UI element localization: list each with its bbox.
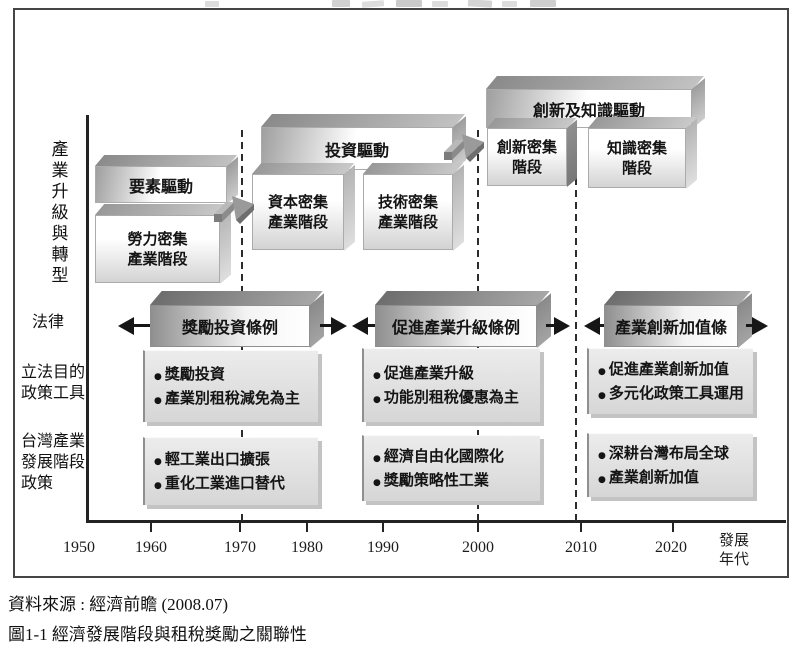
row-label-law: 法律: [32, 312, 65, 331]
year-label: 2000: [462, 539, 494, 556]
stage-box-label: 勞力密集 產業階段: [95, 215, 220, 283]
axis-tick: [306, 523, 308, 532]
law-box-investment-incentive: 獎勵投資條例: [150, 305, 310, 347]
policy-panel-2: ●經濟自由化國際化 ●獎勵策略性工業: [362, 435, 540, 501]
bullet-icon: ●: [373, 478, 381, 488]
era-divider-2010: [575, 130, 577, 522]
axis-tick: [382, 523, 384, 532]
stage-box-label: 技術密集 產業階段: [363, 174, 453, 250]
year-label: 1980: [291, 539, 323, 556]
watermark-fragment: [332, 0, 350, 7]
panel-item-text: 獎勵策略性工業: [383, 471, 489, 489]
bullet-icon: ●: [373, 395, 381, 405]
panel-item-text: 促進產業升級: [383, 363, 474, 382]
watermark-fragment: [467, 0, 493, 8]
arrowhead-left-icon: [118, 317, 134, 335]
row-label-purpose: 立法目的 政策工具: [21, 362, 86, 403]
arrow-line: [320, 324, 332, 327]
stage-box-knowledge-intensive: 知識密集 階段: [588, 128, 686, 188]
law-box-label: 促進產業升級條例: [375, 305, 537, 347]
bullet-icon: ●: [598, 475, 606, 485]
source-note: 資料來源 : 經濟前瞻 (2008.07): [8, 595, 229, 614]
axis-unit-label: 發展 年代: [718, 531, 749, 568]
purpose-panel-2: ●促進產業升級 ●功能別租稅優惠為主: [362, 348, 540, 422]
stage-box-label: 要素驅動: [95, 166, 227, 203]
axis-tick: [672, 523, 674, 532]
row-label-policy: 台灣產業 發展階段 政策: [21, 431, 86, 493]
bullet-icon: ●: [154, 396, 162, 406]
stage-box-factor-driver: 要素驅動: [95, 166, 227, 203]
y-axis-line: [86, 115, 89, 522]
stage-transition-arrow: [444, 130, 488, 174]
bullet-icon: ●: [598, 450, 606, 461]
arrow-line: [367, 324, 375, 327]
year-label: 2020: [655, 539, 687, 556]
figure-caption: 圖1-1 經濟發展階段與租稅獎勵之關聯性: [8, 625, 307, 644]
policy-panel-1: ●輕工業出口擴張 ●重化工業進口替代: [143, 437, 318, 505]
arrowhead-left-icon: [352, 317, 368, 335]
panel-item-text: 多元化政策工具運用: [608, 384, 744, 402]
arrowhead-right-icon: [331, 317, 347, 335]
axis-tick: [239, 523, 241, 532]
arrow-line: [746, 324, 753, 327]
stage-box-label: 知識密集 階段: [588, 128, 686, 188]
watermark-fragment: [205, 1, 219, 7]
watermark-fragment: [502, 1, 517, 7]
panel-item-text: 促進產業創新加值: [608, 359, 729, 378]
year-label: 2010: [565, 539, 597, 556]
year-label: 1960: [135, 539, 167, 556]
bullet-icon: ●: [154, 371, 162, 382]
panel-item-text: 輕工業出口擴張: [164, 449, 270, 468]
axis-tick: [580, 523, 582, 532]
stage-box-technology-intensive: 技術密集 產業階段: [363, 174, 453, 250]
bullet-icon: ●: [154, 481, 162, 491]
stage-transition-arrow: [214, 192, 258, 236]
stage-box-label: 創新密集 階段: [487, 128, 567, 186]
diagram-border: [13, 8, 789, 578]
watermark-fragment: [432, 1, 448, 7]
arrow-line: [546, 324, 555, 327]
arrowhead-right-icon: [554, 317, 570, 335]
stage-box-capital-intensive: 資本密集 產業階段: [252, 174, 344, 250]
arrow-line: [133, 324, 150, 327]
axis-tick: [477, 523, 479, 532]
purpose-panel-3: ●促進產業創新加值 ●多元化政策工具運用: [587, 348, 753, 414]
arrowhead-left-icon: [584, 317, 600, 335]
bullet-icon: ●: [598, 391, 606, 401]
watermark-fragment: [361, 0, 385, 8]
watermark-fragment: [530, 0, 556, 7]
arrow-line: [599, 324, 604, 327]
year-label: 1970: [224, 539, 256, 556]
stage-box-labor-intensive: 勞力密集 產業階段: [95, 215, 220, 283]
stage-box-label: 資本密集 產業階段: [252, 174, 344, 250]
panel-item-text: 產業別租稅減免為主: [164, 389, 300, 407]
arrowhead-right-icon: [752, 317, 768, 335]
bullet-icon: ●: [373, 370, 381, 381]
axis-tick: [150, 523, 152, 532]
panel-item-text: 重化工業進口替代: [164, 474, 285, 492]
panel-item-text: 產業創新加值: [608, 468, 699, 486]
row-label-industry-upgrade: 產業升級與轉型: [47, 140, 68, 287]
law-box-label: 產業創新加值條: [604, 305, 738, 347]
bullet-icon: ●: [598, 366, 606, 377]
purpose-panel-1: ●獎勵投資 ●產業別租稅減免為主: [143, 350, 318, 422]
bullet-icon: ●: [154, 456, 162, 467]
law-box-industry-innovation: 產業創新加值條: [604, 305, 738, 347]
law-box-industry-upgrade: 促進產業升級條例: [375, 305, 537, 347]
panel-item-text: 深耕台灣布局全球: [608, 443, 729, 462]
panel-item-text: 經濟自由化國際化: [383, 446, 504, 465]
panel-item-text: 功能別租稅優惠為主: [383, 388, 519, 406]
policy-panel-3: ●深耕台灣布局全球 ●產業創新加值: [587, 433, 753, 497]
year-label: 1950: [63, 539, 95, 556]
timeline-axis-line: [86, 520, 786, 523]
bullet-icon: ●: [373, 453, 381, 464]
panel-item-text: 獎勵投資: [164, 364, 225, 383]
watermark-fragment: [396, 0, 422, 7]
law-box-label: 獎勵投資條例: [150, 305, 310, 347]
stage-box-innovation-intensive: 創新密集 階段: [487, 128, 567, 186]
year-label: 1990: [367, 539, 399, 556]
